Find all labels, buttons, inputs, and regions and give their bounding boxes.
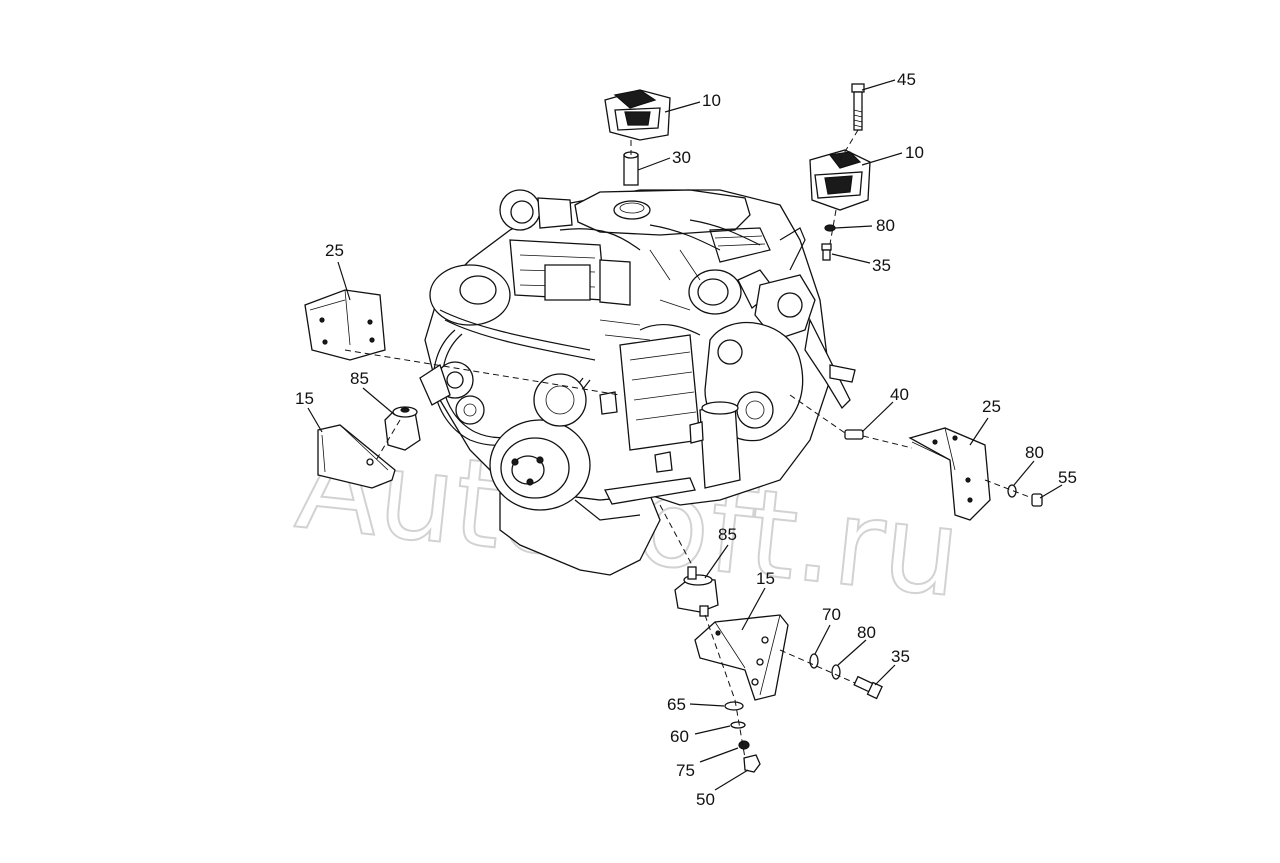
callout-15-left: 15 <box>295 389 314 408</box>
callout-30: 30 <box>672 148 691 167</box>
callout-85-left: 85 <box>350 369 369 388</box>
rubber-mount-10-right <box>809 149 871 211</box>
callout-35-lower: 35 <box>891 647 910 666</box>
leader-lines <box>307 79 1063 791</box>
callout-70: 70 <box>822 605 841 624</box>
bolt-45 <box>851 83 865 131</box>
washer-80-lower <box>831 664 841 680</box>
callout-60: 60 <box>670 727 689 746</box>
callout-75: 75 <box>676 761 695 780</box>
callout-10-right: 10 <box>905 143 924 162</box>
callout-50: 50 <box>696 790 715 809</box>
callout-65: 65 <box>667 695 686 714</box>
callout-80-upper: 80 <box>876 216 895 235</box>
callout-35-upper: 35 <box>872 256 891 275</box>
nut-55 <box>1031 493 1043 507</box>
callout-80-right: 80 <box>1025 443 1044 462</box>
engine-assembly <box>419 189 856 576</box>
bolt-35-lower <box>853 675 883 700</box>
callout-40: 40 <box>890 385 909 404</box>
washer-80-right <box>1007 484 1017 498</box>
bracket-15-left <box>317 424 396 489</box>
rubber-buffer-85-left <box>384 406 421 451</box>
bracket-15-lower <box>694 614 789 701</box>
callout-10-left: 10 <box>702 91 721 110</box>
callout-55: 55 <box>1058 468 1077 487</box>
callout-15-lower: 15 <box>756 569 775 588</box>
bracket-25-left <box>304 289 386 361</box>
assembly-axis-lines <box>344 129 1033 759</box>
nut-50 <box>743 754 761 773</box>
washer-80-upper <box>824 224 836 232</box>
bolt-35-upper <box>821 243 832 261</box>
spacer-30 <box>623 151 639 186</box>
rubber-mount-10-left <box>604 89 671 141</box>
rubber-buffer-85-lower <box>674 566 719 617</box>
pin-40 <box>844 429 864 440</box>
callout-80-lower: 80 <box>857 623 876 642</box>
washer-65 <box>724 701 744 711</box>
callout-85-lower: 85 <box>718 525 737 544</box>
washer-60 <box>730 721 746 729</box>
callout-25-right: 25 <box>982 397 1001 416</box>
callout-45: 45 <box>897 70 916 89</box>
callout-25-left: 25 <box>325 241 344 260</box>
washer-75 <box>738 740 750 750</box>
bracket-25-right <box>908 427 991 521</box>
callout-labels: 10 45 30 10 80 35 25 85 15 40 25 80 55 8… <box>295 70 1077 809</box>
